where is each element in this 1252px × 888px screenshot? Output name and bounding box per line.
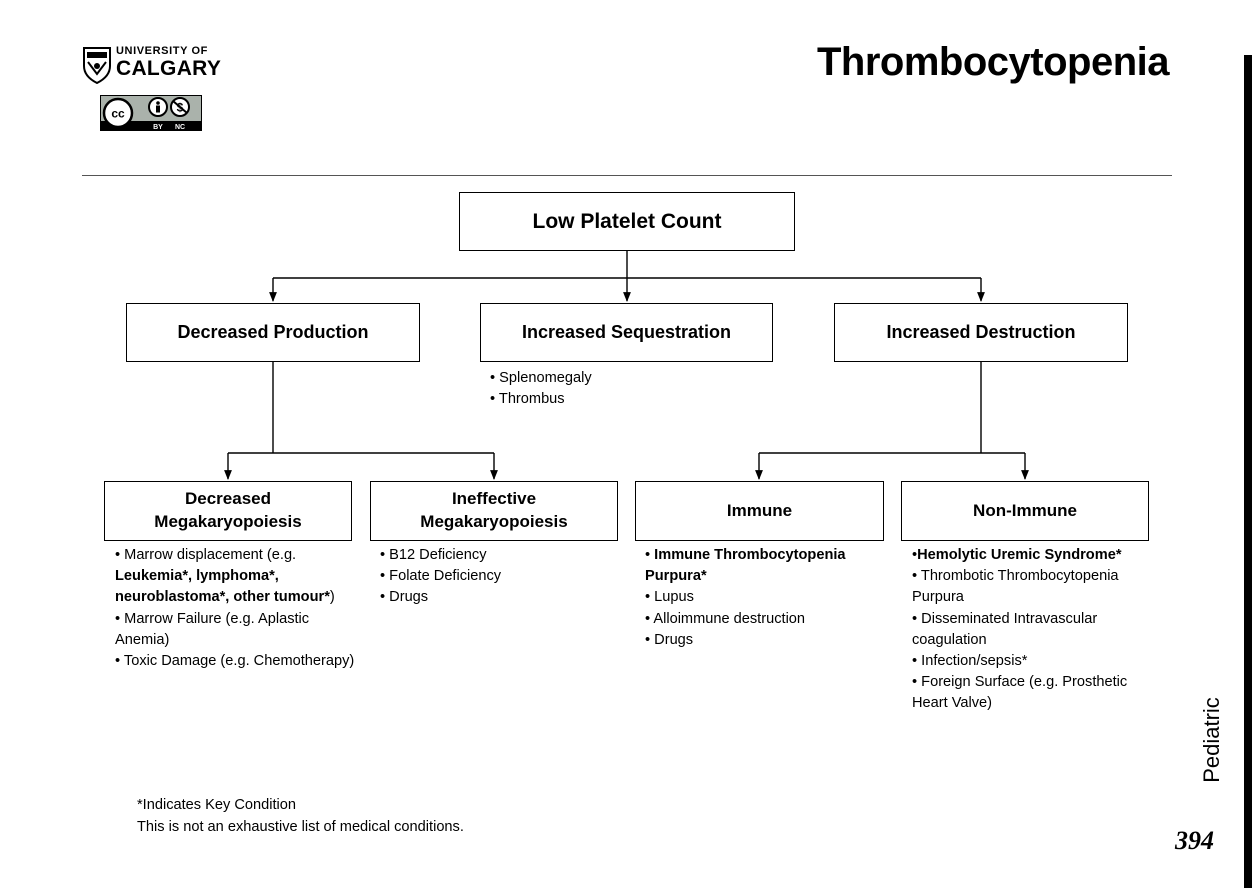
university-crest-icon bbox=[83, 47, 111, 84]
decreased-megakaryopoiesis-causes-list: • Marrow displacement (e.g. Leukemia*, l… bbox=[115, 545, 355, 672]
list-item: • Alloimmune destruction bbox=[645, 610, 806, 627]
list-item: • Thrombotic Thrombocytopenia Purpura bbox=[912, 568, 1119, 606]
list-item: • Drugs bbox=[380, 589, 429, 606]
logo-line-1: UNIVERSITY OF bbox=[116, 45, 208, 57]
header-divider bbox=[82, 175, 1172, 176]
node-label: Non-Immune bbox=[973, 501, 1077, 520]
list-item: • Toxic Damage (e.g. Chemotherapy) bbox=[115, 653, 355, 670]
node-immune: Immune bbox=[635, 481, 884, 541]
list-item: • Splenomegaly bbox=[490, 370, 592, 386]
node-increased-destruction: Increased Destruction bbox=[834, 303, 1128, 362]
university-logo-text: UNIVERSITY OF CALGARY bbox=[116, 45, 222, 80]
page-number: 394 bbox=[1175, 826, 1214, 855]
node-label-line-2: Megakaryopoiesis bbox=[420, 512, 568, 531]
cc-icon bbox=[102, 97, 134, 129]
ineffective-megakaryopoiesis-causes-list: • B12 Deficiency • Folate Deficiency • D… bbox=[380, 545, 610, 609]
node-label: Low Platelet Count bbox=[532, 209, 722, 233]
list-item: • B12 Deficiency bbox=[380, 547, 487, 563]
node-increased-sequestration: Increased Sequestration bbox=[480, 303, 773, 362]
non-immune-causes-list: •Hemolytic Uremic Syndrome* • Thrombotic… bbox=[912, 545, 1148, 715]
svg-text:BY: BY bbox=[153, 124, 163, 131]
list-item: • Immune Thrombocytopenia Purpura* bbox=[645, 547, 846, 585]
list-item: • Folate Deficiency bbox=[380, 568, 502, 585]
sequestration-causes-list: • Splenomegaly • Thrombus bbox=[490, 368, 592, 410]
list-item: • Foreign Surface (e.g. Prosthetic Heart… bbox=[912, 674, 1128, 712]
footnote-key-condition: *Indicates Key Condition bbox=[137, 797, 297, 813]
node-decreased-megakaryopoiesis: Decreased Megakaryopoiesis bbox=[104, 481, 352, 541]
list-item: • Lupus bbox=[645, 589, 694, 606]
list-item: • Marrow Failure (e.g. Aplastic Anemia) bbox=[115, 610, 310, 648]
list-item: •Hemolytic Uremic Syndrome* bbox=[912, 547, 1122, 563]
section-label: Pediatric bbox=[1199, 697, 1224, 783]
node-label-line-1: Decreased bbox=[184, 489, 271, 509]
list-item: • Disseminated Intravascular coagulation bbox=[912, 610, 1098, 648]
node-non-immune: Non-Immune bbox=[901, 481, 1149, 541]
footnote-disclaimer: This is not an exhaustive list of medica… bbox=[137, 819, 464, 835]
logo-line-2: CALGARY bbox=[116, 57, 222, 80]
immune-causes-list: • Immune Thrombocytopenia Purpura* • Lup… bbox=[645, 545, 881, 651]
node-ineffective-megakaryopoiesis: Ineffective Megakaryopoiesis bbox=[370, 481, 618, 541]
svg-text:cc: cc bbox=[111, 107, 125, 121]
side-bar bbox=[1244, 55, 1252, 888]
node-label-line-1: Ineffective bbox=[451, 489, 537, 509]
node-label: Decreased Production bbox=[177, 322, 369, 342]
creative-commons-badge: cc $ BY NC bbox=[100, 95, 202, 131]
footnotes: *Indicates Key Condition This is not an … bbox=[137, 794, 464, 838]
node-decreased-production: Decreased Production bbox=[126, 303, 420, 362]
list-item: • Thrombus bbox=[490, 391, 565, 408]
list-item: • Infection/sepsis* bbox=[912, 653, 1028, 670]
node-label: Increased Sequestration bbox=[521, 322, 732, 342]
list-item: • Drugs bbox=[645, 631, 694, 648]
list-item: • Marrow displacement (e.g. Leukemia*, l… bbox=[115, 547, 335, 606]
node-label: Increased Destruction bbox=[886, 322, 1076, 342]
page-title: Thrombocytopenia bbox=[816, 40, 1170, 84]
svg-text:NC: NC bbox=[175, 124, 185, 131]
node-label: Immune bbox=[726, 501, 793, 520]
node-low-platelet-count: Low Platelet Count bbox=[459, 192, 795, 251]
node-label-line-2: Megakaryopoiesis bbox=[154, 512, 302, 531]
